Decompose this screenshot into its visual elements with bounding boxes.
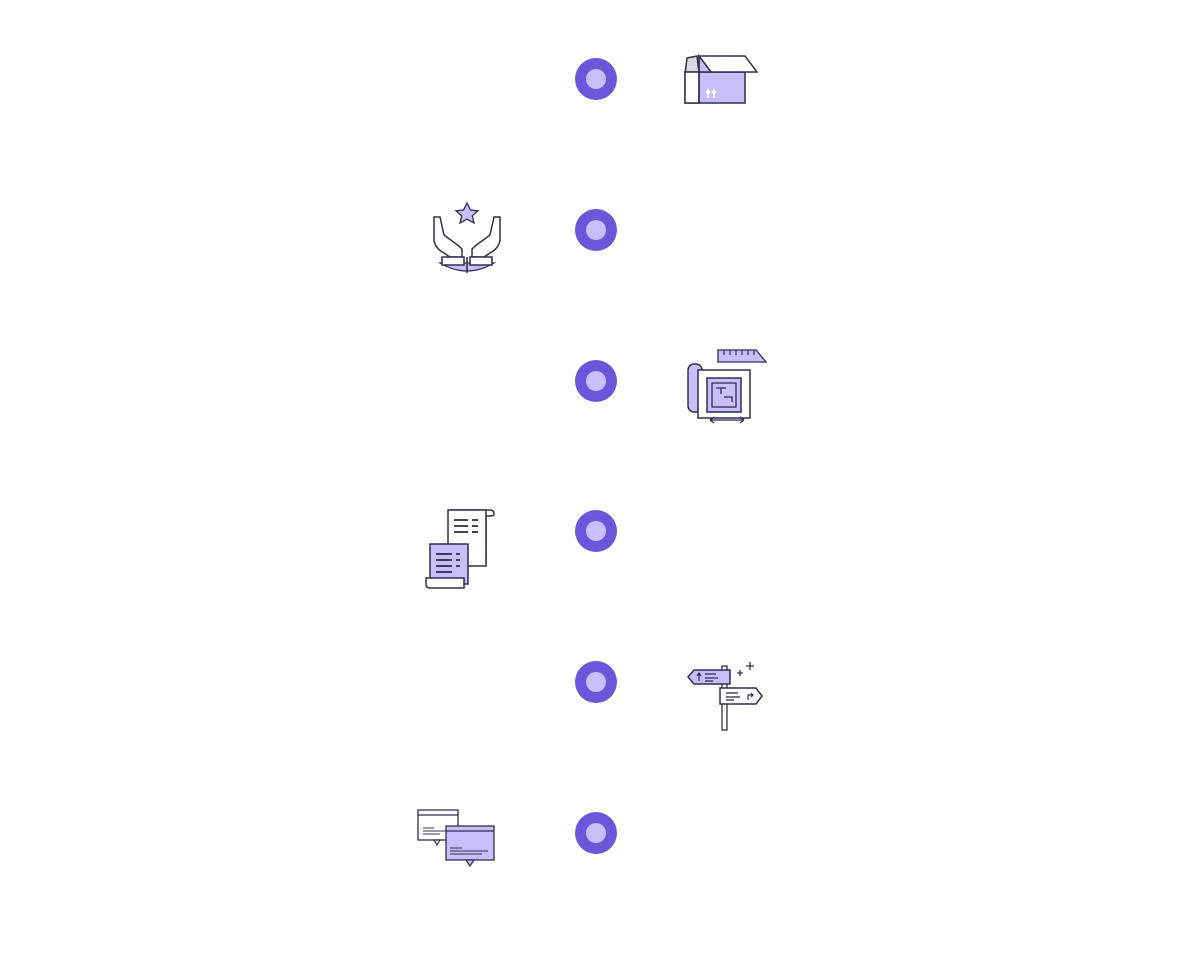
hands-star-icon	[422, 195, 512, 285]
step-6-marker	[575, 812, 617, 854]
step-4-marker	[575, 510, 617, 552]
step-6-marker-dot	[586, 823, 606, 843]
step-3-marker-dot	[586, 371, 606, 391]
step-2-marker	[575, 209, 617, 251]
signpost-icon	[682, 650, 772, 740]
scroll-documents-icon	[414, 502, 504, 592]
step-1-marker	[575, 58, 617, 100]
step-4-marker-dot	[586, 521, 606, 541]
step-1-marker-dot	[586, 69, 606, 89]
blueprint-ruler-icon	[680, 342, 770, 432]
open-box-icon	[675, 38, 765, 128]
chat-windows-icon	[412, 792, 502, 882]
step-5-marker-dot	[586, 672, 606, 692]
step-2-marker-dot	[586, 220, 606, 240]
step-5-marker	[575, 661, 617, 703]
step-3-marker	[575, 360, 617, 402]
